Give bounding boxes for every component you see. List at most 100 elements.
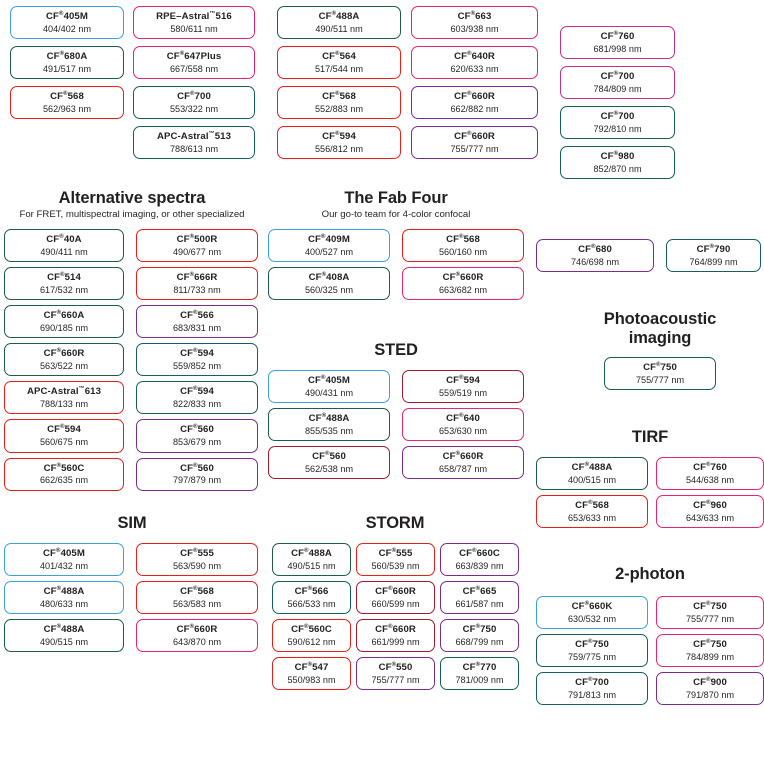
registered-mark: ® [470, 11, 476, 17]
dye-name: CF®750 [643, 362, 677, 374]
dye-spectrum: 580/611 nm [170, 23, 218, 34]
dye-spectrum: 784/809 nm [593, 84, 642, 95]
dye-spectrum: 552/883 nm [314, 104, 364, 115]
dye-spectrum: 553/322 nm [169, 104, 219, 115]
dye-spectrum: 822/833 nm [172, 399, 222, 410]
registered-mark: ® [321, 375, 326, 381]
registered-mark: ® [63, 91, 68, 98]
dye-name: CF®660R [454, 91, 495, 103]
dye-name: APC-Astral™513 [156, 131, 232, 143]
dye-name: CF®665 [462, 586, 497, 598]
registered-mark: ® [613, 111, 619, 118]
dye-name: CF®660A [43, 310, 85, 322]
registered-mark: ® [335, 131, 340, 138]
registered-mark: ® [56, 462, 62, 469]
dye-name: APC-Astral™613 [26, 386, 102, 398]
dye-spectrum: 746/698 nm [570, 256, 620, 267]
registered-mark: ® [613, 151, 619, 158]
dye-name: CF®40A [46, 234, 82, 246]
dye-spectrum: 855/535 nm [304, 426, 354, 437]
section-title-fab-four: The Fab Four [344, 189, 448, 207]
dye-spectrum: 788/613 nm [169, 144, 219, 155]
registered-mark: ® [584, 601, 590, 607]
